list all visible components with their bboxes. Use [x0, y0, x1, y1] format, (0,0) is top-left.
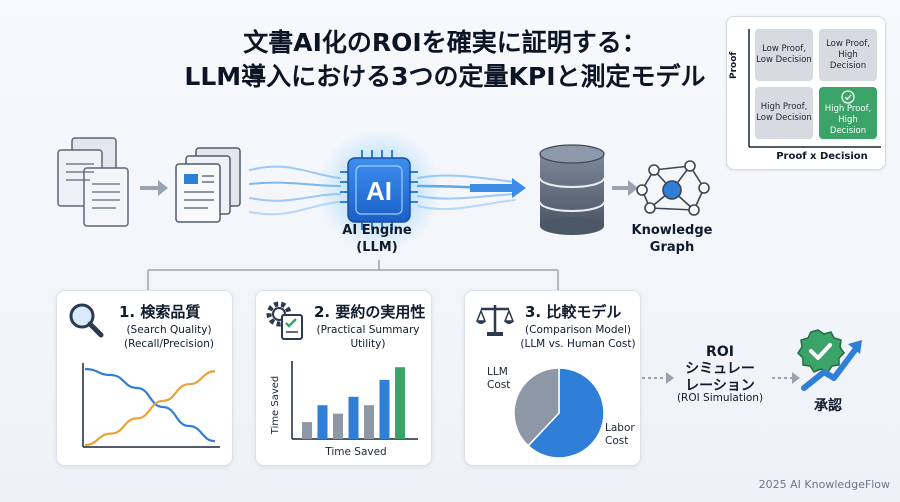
roi-simulation-sub: (ROI Simulation) [676, 392, 764, 404]
knowledge-graph-label: Knowledge Graph [622, 222, 722, 256]
card-subtitle-line-2: (Recall/Precision) [124, 338, 214, 350]
card-subtitle-line-1: (Search Quality) [126, 324, 212, 336]
kpi-card-summary-utility: 2. 要約の実用性 (Practical Summary Utility) Ti… [255, 290, 432, 466]
card-subtitle: (Comparison Model) (LLM vs. Human Cost) [517, 323, 639, 351]
card-subtitle-line-1: (Comparison Model) [525, 324, 631, 336]
matrix-cell-high-high-label: High Proof, High Decision [824, 103, 872, 136]
arrow-right-icon [612, 180, 638, 196]
bar-6 [395, 367, 405, 439]
kpi-card-search-quality: 1. 検索品質 (Search Quality) (Recall/Precisi… [56, 290, 233, 466]
series-line-0 [84, 367, 216, 443]
roi-flow-arrows [642, 372, 800, 384]
bar-1 [317, 405, 328, 439]
card-subtitle: (Search Quality) (Recall/Precision) [109, 323, 229, 351]
check-circle-icon [841, 89, 855, 104]
arrow-right-icon [792, 372, 800, 384]
scale-icon [475, 305, 515, 336]
ai-engine-line-1: AI Engine [342, 223, 412, 238]
bar-4 [364, 405, 374, 439]
matrix-cell-low-low: Low Proof, Low Decision [755, 29, 813, 81]
cost-pie-chart: LLM Cost Labor Cost [487, 366, 635, 459]
matrix-x-axis-label: Proof x Decision [776, 151, 868, 162]
documents-icon [57, 137, 129, 227]
pie-label-labor-2: Cost [605, 435, 628, 447]
bar-5 [379, 379, 390, 439]
card-title: 1. 検索品質 [119, 303, 201, 321]
connector-lines [147, 260, 559, 290]
trend-arrow-icon [848, 340, 862, 354]
processed-documents-icon [175, 147, 241, 223]
card-subtitle: (Practical Summary Utility) [308, 323, 428, 351]
y-axis-label: Time Saved [270, 376, 281, 436]
x-axis-label: Time Saved [324, 446, 386, 458]
kg-line-2: Graph [649, 240, 695, 255]
roi-simulation-label: ROI シミュレー レーション [672, 344, 768, 395]
roi-line-2: シミュレー [685, 361, 755, 377]
arrow-right-icon [470, 178, 526, 198]
series-line-1 [84, 370, 216, 447]
proof-decision-matrix: Proof Low Proof, Low Decision Low Proof,… [726, 16, 886, 170]
ai-chip-label: AI [366, 176, 392, 206]
approval-label: 承認 [814, 398, 842, 414]
flow-illustration: AI [57, 128, 710, 290]
time-saved-bar-chart: Time Saved Time Saved [270, 361, 418, 458]
bar-0 [302, 422, 312, 439]
pie-label-llm-2: Cost [487, 379, 510, 391]
arrow-right-icon [140, 180, 168, 196]
pie-label-llm-1: LLM [487, 366, 508, 378]
kg-line-1: Knowledge [631, 223, 713, 238]
title-line-1: 文書AI化のROIを確実に証明する： [243, 28, 647, 57]
roi-line-3: レーション [685, 378, 755, 394]
card-subtitle-line-2: Utility) [350, 338, 386, 350]
card-subtitle-line-2: (LLM vs. Human Cost) [520, 338, 636, 350]
ai-engine-line-2: (LLM) [356, 240, 398, 255]
bar-3 [348, 396, 359, 439]
matrix-cell-high-low: High Proof, Low Decision [755, 87, 813, 139]
card-title: 2. 要約の実用性 [314, 303, 426, 321]
matrix-y-axis-label: Proof [729, 51, 739, 79]
ai-chip-icon [340, 150, 418, 230]
page-title: 文書AI化のROIを確実に証明する： LLM導入における3つの定量KPIと測定モ… [150, 26, 740, 94]
footer-credit: 2025 AI KnowledgeFlow [758, 478, 890, 491]
arrow-right-icon [666, 372, 674, 384]
approval-badge-icon [797, 329, 862, 391]
matrix-cell-low-high: Low Proof, High Decision [819, 29, 877, 81]
matrix-axes [748, 29, 881, 148]
gear-checklist-icon [266, 301, 303, 340]
pie-slice-1 [527, 367, 605, 459]
roi-line-1: ROI [706, 344, 734, 360]
recall-precision-chart [82, 363, 220, 448]
database-icon [539, 144, 605, 235]
kpi-card-comparison-model: 3. 比較モデル (Comparison Model) (LLM vs. Hum… [464, 290, 641, 466]
bar-2 [333, 413, 343, 439]
pie-label-labor-1: Labor [605, 422, 635, 434]
card-subtitle-line-1: (Practical Summary [316, 324, 420, 336]
magnifier-icon [69, 303, 104, 338]
pie-slice-0 [513, 367, 560, 447]
title-line-2: LLM導入における3つの定量KPIと測定モデル [184, 62, 706, 91]
ai-engine-label: AI Engine (LLM) [322, 222, 432, 256]
knowledge-graph-icon [636, 160, 710, 216]
matrix-cell-high-high: High Proof, High Decision [819, 87, 877, 139]
card-title: 3. 比較モデル [525, 303, 622, 321]
